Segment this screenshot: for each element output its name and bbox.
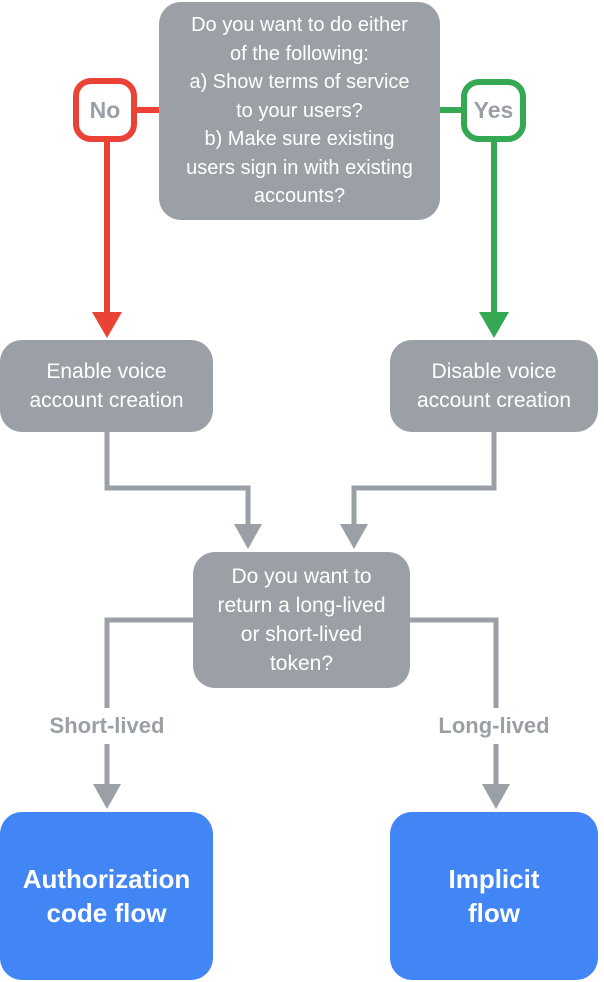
branch-label-short-lived: Short-lived [22, 708, 192, 744]
question-node-token-lifetime-text: Do you want to return a long-lived or sh… [217, 565, 386, 675]
red-arrow-down-icon [92, 312, 122, 338]
branch-label-short-lived-text: Short-lived [49, 713, 165, 738]
disable-voice-account-creation-text: Disable voice account creation [416, 360, 572, 412]
disable-voice-account-creation-node: Disable voice account creation [390, 340, 598, 432]
implicit-flow-text: Implicit flow [448, 864, 540, 928]
implicit-flow-node: Implicit flow [390, 812, 598, 980]
gray-arrow-down-icon [234, 524, 262, 549]
branch-label-long-lived: Long-lived [411, 708, 577, 744]
no-branch-connector [92, 107, 159, 338]
decision-badge-yes: Yes [461, 79, 526, 142]
enable-voice-account-creation-text: Enable voice account creation [29, 360, 184, 412]
authorization-code-flow-text: Authorization code flow [22, 864, 191, 928]
green-arrow-down-icon [479, 312, 509, 338]
decision-badge-no: No [73, 78, 137, 142]
disable-to-question-connector [340, 432, 497, 549]
branch-label-long-lived-text: Long-lived [438, 713, 550, 738]
enable-voice-account-creation-node: Enable voice account creation [0, 340, 213, 432]
gray-arrow-down-icon [93, 784, 121, 809]
yes-branch-connector [440, 107, 509, 338]
decision-badge-no-label: No [89, 96, 121, 123]
gray-arrow-down-icon [482, 784, 510, 809]
question-node-terms-text: Do you want to do either of the followin… [186, 14, 413, 208]
gray-arrow-down-icon [340, 524, 368, 549]
enable-to-question-connector [104, 432, 262, 549]
question-node-token-lifetime: Do you want to return a long-lived or sh… [193, 552, 410, 688]
decision-badge-yes-label: Yes [473, 97, 514, 123]
authorization-code-flow-node: Authorization code flow [0, 812, 213, 980]
question-node-terms-of-service: Do you want to do either of the followin… [159, 2, 440, 220]
